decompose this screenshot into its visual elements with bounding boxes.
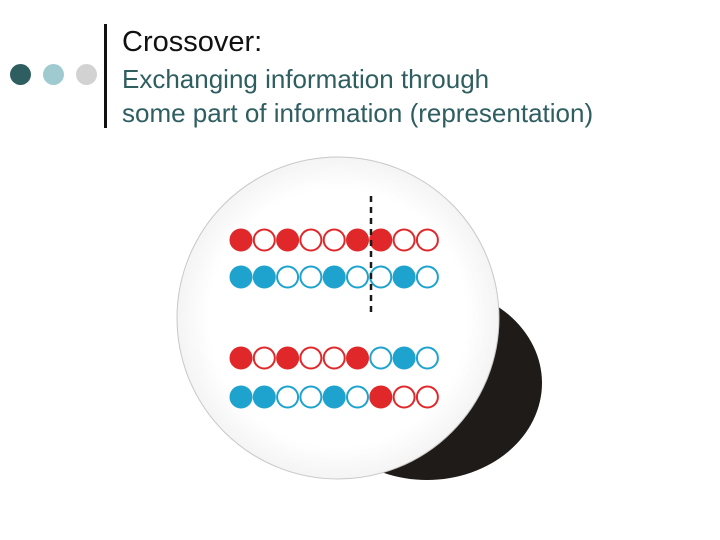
offspring-2-row (229, 385, 439, 409)
gene-filled (392, 265, 416, 289)
offspring-1-row (229, 346, 439, 370)
gene-empty (299, 385, 323, 409)
gene-empty (346, 385, 369, 409)
gene-empty (392, 228, 416, 252)
gene-filled (252, 265, 276, 289)
subtitle-line-2: some part of information (representation… (122, 98, 594, 128)
bullet-dots (10, 64, 100, 86)
gene-empty (276, 265, 300, 289)
subtitle-line-1: Exchanging information through (122, 64, 490, 94)
parent-blue-row (229, 265, 439, 289)
title-divider (104, 24, 107, 128)
bullet-dot-mid (43, 64, 64, 85)
gene-empty (299, 228, 323, 252)
bullet-dot-dark (10, 64, 31, 85)
gene-filled (346, 228, 369, 252)
gene-empty (415, 346, 439, 370)
illustration-circle (176, 156, 500, 480)
gene-empty (369, 265, 393, 289)
gene-filled (276, 346, 300, 370)
gene-empty (252, 228, 276, 252)
gene-empty (346, 265, 369, 289)
gene-empty (415, 385, 439, 409)
gene-filled (346, 346, 369, 370)
gene-empty (415, 265, 439, 289)
gene-filled (322, 265, 346, 289)
gene-empty (299, 265, 323, 289)
gene-filled (392, 346, 416, 370)
gene-empty (299, 346, 323, 370)
gene-filled (322, 385, 346, 409)
gene-filled (229, 228, 253, 252)
gene-empty (322, 346, 346, 370)
gene-filled (276, 228, 300, 252)
gene-filled (369, 385, 393, 409)
gene-empty (369, 346, 393, 370)
gene-filled (229, 346, 253, 370)
gene-filled (252, 385, 276, 409)
gene-filled (369, 228, 393, 252)
gene-empty (252, 346, 276, 370)
gene-empty (276, 385, 300, 409)
bullet-dot-light (76, 64, 97, 85)
gene-filled (229, 265, 253, 289)
gene-empty (392, 385, 416, 409)
parent-red-row (229, 228, 439, 252)
gene-empty (322, 228, 346, 252)
gene-empty (415, 228, 439, 252)
slide-title: Crossover: (122, 26, 263, 58)
gene-filled (229, 385, 253, 409)
slide-subtitle: Exchanging information through some part… (122, 62, 712, 130)
gene-rows (229, 228, 439, 409)
